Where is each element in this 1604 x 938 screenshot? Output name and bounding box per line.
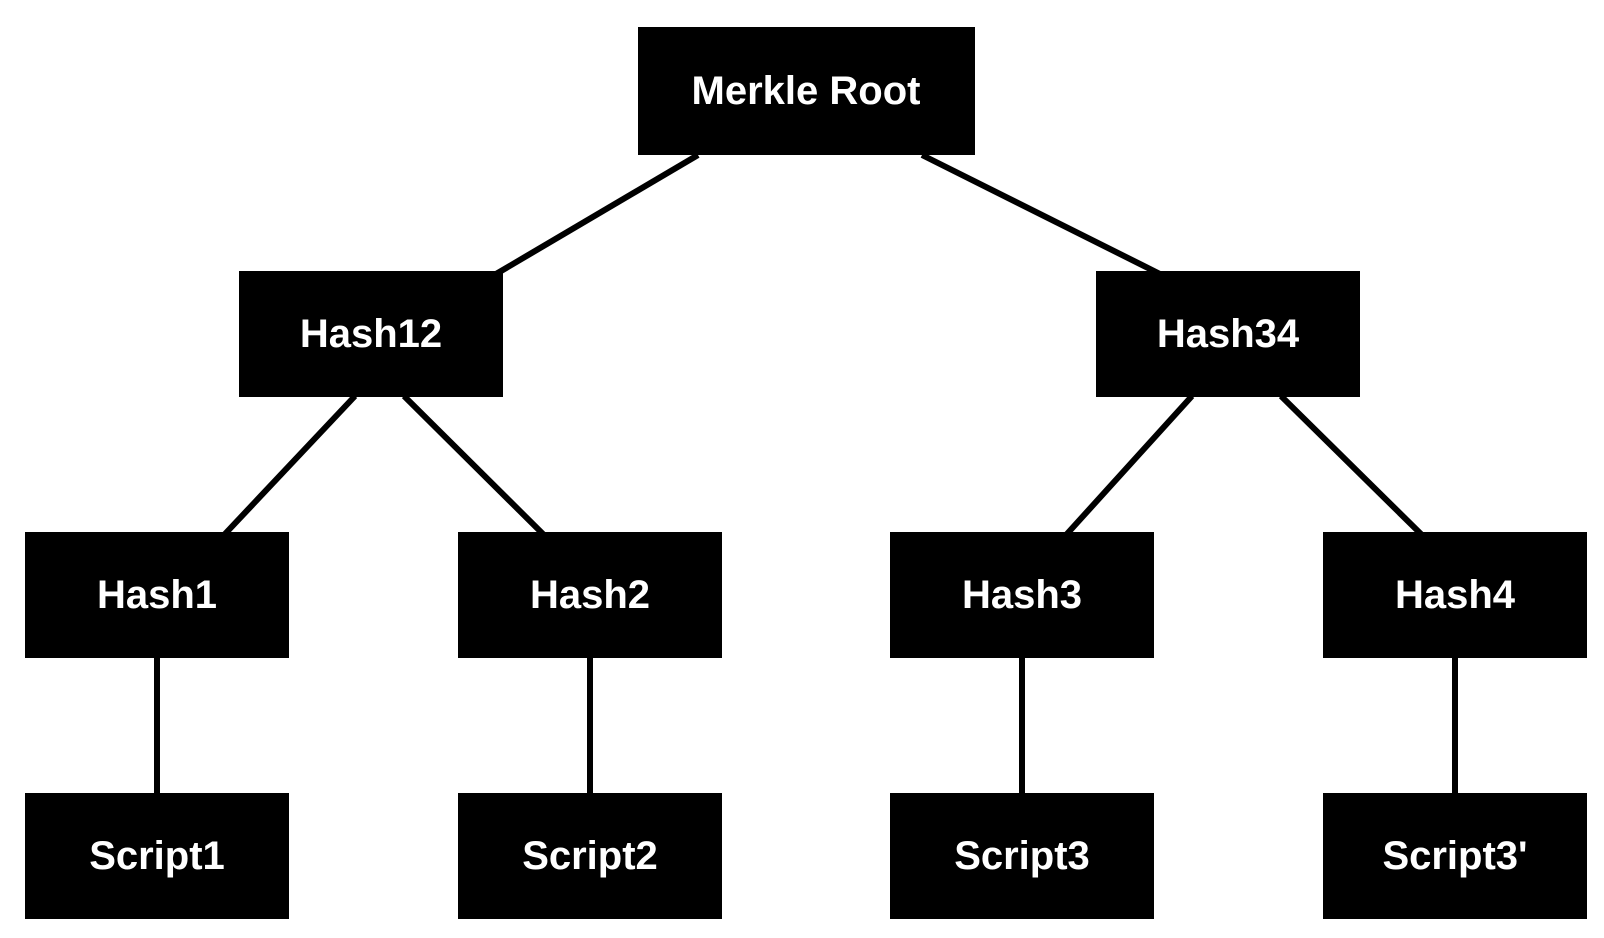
node-hash1: Hash1 — [25, 532, 289, 658]
node-hash4: Hash4 — [1323, 532, 1587, 658]
edge-hash34-hash3 — [1063, 393, 1195, 538]
node-hash2: Hash2 — [458, 532, 722, 658]
edge-hash12-hash1 — [221, 393, 358, 538]
node-label: Hash3 — [962, 573, 1082, 617]
node-label: Script3' — [1382, 834, 1527, 878]
node-label: Hash2 — [530, 573, 650, 617]
edges — [154, 152, 1458, 796]
edge-root-hash34 — [920, 152, 1162, 277]
node-label: Script1 — [89, 834, 225, 878]
node-label: Merkle Root — [692, 69, 921, 113]
node-script1: Script1 — [25, 793, 289, 919]
node-hash12: Hash12 — [239, 271, 503, 397]
node-script3-prime: Script3' — [1323, 793, 1587, 919]
node-label: Hash1 — [97, 573, 217, 617]
edge-root-hash12 — [494, 152, 700, 277]
node-merkle-root: Merkle Root — [638, 27, 975, 155]
node-hash3: Hash3 — [890, 532, 1154, 658]
node-label: Hash34 — [1157, 312, 1300, 356]
node-script2: Script2 — [458, 793, 722, 919]
node-label: Script2 — [522, 834, 658, 878]
node-hash34: Hash34 — [1096, 271, 1360, 397]
edge-hash12-hash2 — [401, 393, 547, 538]
node-label: Hash4 — [1395, 573, 1516, 617]
node-label: Script3 — [954, 834, 1090, 878]
node-label: Hash12 — [300, 312, 442, 356]
edge-hash34-hash4 — [1278, 393, 1425, 538]
node-script3: Script3 — [890, 793, 1154, 919]
